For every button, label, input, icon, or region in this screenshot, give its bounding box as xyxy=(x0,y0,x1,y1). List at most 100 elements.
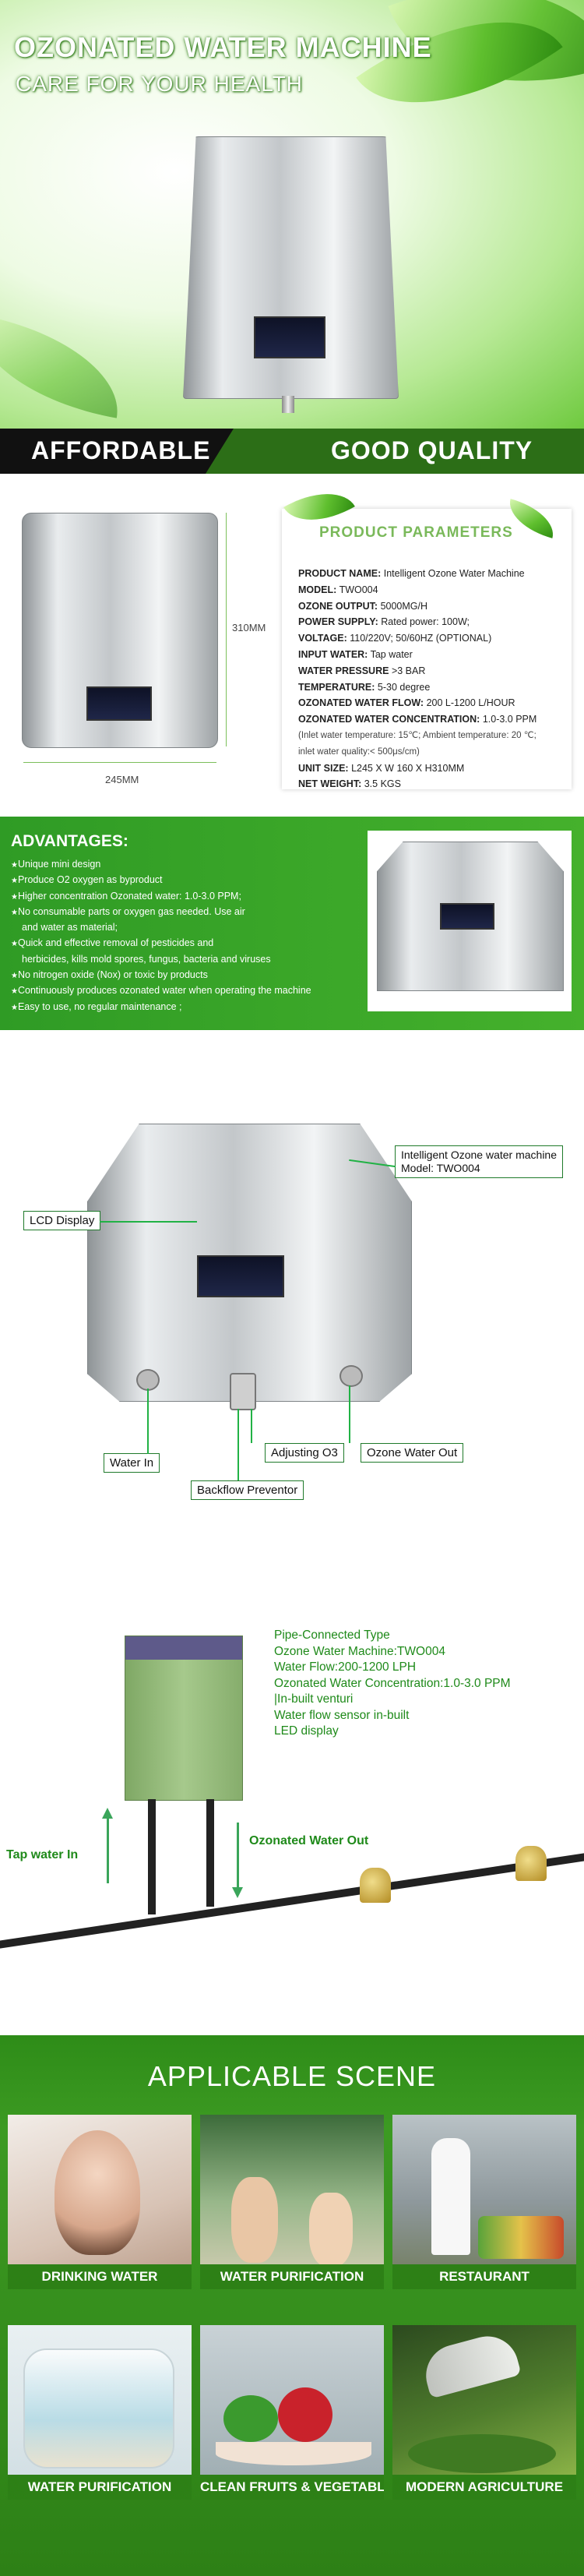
param-row: OZONATED WATER CONCENTRATION: 1.0-3.0 PP… xyxy=(298,714,537,725)
lcd-display-callout: LCD Display xyxy=(23,1211,101,1230)
pipe-spec-list: Pipe-Connected Type Ozone Water Machine:… xyxy=(274,1628,511,1740)
machine-name-label: Intelligent Ozone water machine xyxy=(401,1149,557,1161)
hero-title: OZONATED WATER MACHINE xyxy=(14,31,432,63)
ozonated-water-out-label: Ozonated Water Out xyxy=(249,1834,369,1847)
pipe-stub xyxy=(282,396,294,413)
param-row: OZONE OUTPUT: 5000MG/H xyxy=(298,600,428,612)
parameters-title: PRODUCT PARAMETERS xyxy=(319,524,513,541)
leaf-decoration xyxy=(0,314,131,418)
param-row: WATER PRESSURE >3 BAR xyxy=(298,665,426,676)
banner-affordable: AFFORDABLE xyxy=(31,436,211,464)
water-in-port xyxy=(136,1369,160,1391)
scene-photo xyxy=(231,2177,278,2263)
lcd-screen xyxy=(197,1255,284,1297)
tap-water-in-label: Tap water In xyxy=(6,1848,79,1861)
advantages-list: Unique mini design Produce O2 oxygen as … xyxy=(11,857,377,1015)
callout-line xyxy=(147,1389,149,1454)
advantage-item: No consumable parts or oxygen gas needed… xyxy=(11,905,377,920)
advantage-item: herbicides, kills mold spores, fungus, b… xyxy=(22,953,271,965)
lcd-screen xyxy=(86,686,152,721)
down-arrow-icon xyxy=(232,1887,243,1898)
scene-label: MODERN AGRICULTURE xyxy=(392,2475,576,2500)
applicable-scene-section: APPLICABLE SCENE DRINKING WATER WATER PU… xyxy=(0,2035,584,2576)
up-arrow-icon xyxy=(107,1817,109,1883)
inlet-pipe xyxy=(148,1799,156,1914)
width-dimension-line xyxy=(23,762,216,763)
param-note: (Inlet water temperature: 15℃; Ambient t… xyxy=(298,730,537,740)
advantages-product-panel xyxy=(368,831,572,1011)
advantages-title: ADVANTAGES: xyxy=(11,832,128,850)
param-row: PRODUCT NAME: Intelligent Ozone Water Ma… xyxy=(298,568,525,579)
scene-tile-water-purification: WATER PURIFICATION xyxy=(200,2115,384,2289)
scene-photo xyxy=(431,2138,470,2255)
pipe-connected-section: Pipe-Connected Type Ozone Water Machine:… xyxy=(0,1548,584,2035)
lcd-screen xyxy=(440,903,494,930)
scene-label: DRINKING WATER xyxy=(8,2264,192,2289)
product-side-image xyxy=(22,513,218,748)
product-image xyxy=(377,842,564,991)
advantage-item: and water as material; xyxy=(22,922,118,933)
faucet-icon xyxy=(515,1846,547,1881)
diagram-section: Intelligent Ozone water machine Model: T… xyxy=(0,1030,584,1548)
callout-line xyxy=(237,1409,239,1480)
param-row: TEMPERATURE: 5-30 degree xyxy=(298,681,431,693)
tagline-banner: AFFORDABLE GOOD QUALITY xyxy=(0,429,584,474)
callout-line xyxy=(100,1221,197,1223)
scene-tile-clean-fruits: CLEAN FRUITS & VEGETABLE xyxy=(200,2325,384,2500)
water-out-callout: Ozone Water Out xyxy=(361,1443,464,1463)
param-row: VOLTAGE: 110/220V; 50/60HZ (OPTIONAL) xyxy=(298,633,492,644)
scene-tile-drinking-water: DRINKING WATER xyxy=(8,2115,192,2289)
pipe-spec-line: Water flow sensor in-built xyxy=(274,1708,410,1722)
advantage-item: Quick and effective removal of pesticide… xyxy=(11,936,377,951)
advantage-item: Higher concentration Ozonated water: 1.0… xyxy=(11,889,377,905)
pipe-machine-top xyxy=(125,1636,242,1660)
height-dimension-label: 310MM xyxy=(232,622,266,633)
adjusting-o3-callout: Adjusting O3 xyxy=(265,1443,344,1463)
advantage-item: Easy to use, no regular maintenance ; xyxy=(11,1000,377,1015)
advantage-item: No nitrogen oxide (Nox) or toxic by prod… xyxy=(11,968,377,983)
pipe-spec-line: Ozone Water Machine:TWO004 xyxy=(274,1644,445,1658)
param-note: inlet water quality:< 500μs/cm) xyxy=(298,746,420,757)
hero-subtitle: CARE FOR YOUR HEALTH xyxy=(16,72,304,96)
scene-photo xyxy=(478,2216,564,2259)
callout-line xyxy=(349,1385,350,1443)
advantages-section: ADVANTAGES: Unique mini design Produce O… xyxy=(0,817,584,1030)
callout-line xyxy=(251,1409,252,1443)
param-row: OZONATED WATER FLOW: 200 L-1200 L/HOUR xyxy=(298,697,515,709)
pipe-spec-line: LED display xyxy=(274,1724,339,1738)
scene-tile-restaurant: RESTAURANT xyxy=(392,2115,576,2289)
scene-tile-modern-agriculture: MODERN AGRICULTURE xyxy=(392,2325,576,2500)
up-arrow-icon xyxy=(102,1808,113,1819)
adjusting-valve xyxy=(230,1373,256,1410)
water-in-callout: Water In xyxy=(104,1453,160,1473)
scene-photo xyxy=(216,2442,371,2465)
model-label: Model: TWO004 xyxy=(401,1162,480,1174)
machine-name-callout: Intelligent Ozone water machine Model: T… xyxy=(395,1145,563,1178)
backflow-preventor-callout: Backflow Preventor xyxy=(191,1480,304,1500)
param-row: UNIT SIZE: L245 X W 160 X H310MM xyxy=(298,762,465,774)
product-image xyxy=(87,1124,412,1402)
scene-photo xyxy=(55,2130,140,2255)
down-arrow-icon xyxy=(237,1823,239,1889)
product-image xyxy=(183,136,399,399)
param-row: INPUT WATER: Tap water xyxy=(298,648,413,660)
advantage-item: Unique mini design xyxy=(11,857,377,873)
scene-photo xyxy=(223,2395,278,2442)
scene-photo xyxy=(309,2193,353,2267)
parameters-card xyxy=(282,509,572,789)
advantage-item: Continuously produces ozonated water whe… xyxy=(11,983,377,999)
height-dimension-line xyxy=(226,513,227,746)
faucet-icon xyxy=(360,1868,391,1903)
width-dimension-label: 245MM xyxy=(105,774,139,785)
banner-left-block xyxy=(0,429,234,474)
pipe-spec-line: Pipe-Connected Type xyxy=(274,1629,390,1642)
pipe-machine-image xyxy=(125,1636,243,1801)
param-row: MODEL: TWO004 xyxy=(298,584,378,595)
outlet-pipe xyxy=(206,1799,214,1907)
param-row: NET WEIGHT: 3.5 KGS xyxy=(298,778,401,790)
scene-label: RESTAURANT xyxy=(392,2264,576,2289)
banner-good-quality: GOOD QUALITY xyxy=(331,436,533,464)
scene-photo xyxy=(23,2348,174,2468)
main-pipe xyxy=(0,1851,584,1950)
scene-tile-water-purification-2: WATER PURIFICATION xyxy=(8,2325,192,2500)
